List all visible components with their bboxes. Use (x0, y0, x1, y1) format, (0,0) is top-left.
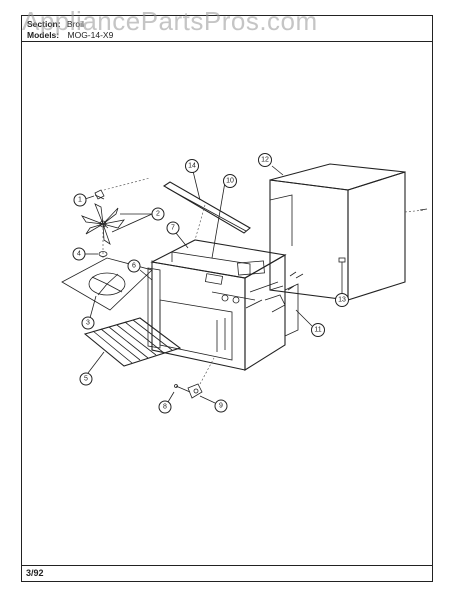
callout-2: 2 (151, 207, 165, 221)
footer-divider (21, 565, 433, 566)
callout-14: 14 (185, 159, 199, 173)
svg-text:10: 10 (226, 178, 234, 185)
bracket-11 (284, 273, 304, 337)
washer (98, 251, 108, 257)
fan-cover (61, 257, 153, 311)
oven-rack (83, 317, 182, 367)
svg-text:3: 3 (86, 320, 90, 327)
heat-shield (162, 181, 251, 241)
svg-text:12: 12 (261, 157, 269, 164)
callout-7: 7 (166, 221, 180, 235)
screw-and-clip (174, 357, 215, 399)
screw-13 (338, 257, 346, 272)
svg-text:7: 7 (171, 225, 175, 232)
callout-9: 9 (214, 399, 228, 413)
header-divider (21, 41, 433, 42)
svg-text:4: 4 (77, 251, 81, 258)
callout-11: 11 (311, 323, 325, 337)
callout-12: 12 (258, 153, 272, 167)
callout-8: 8 (158, 400, 172, 414)
svg-text:6: 6 (132, 263, 136, 270)
section-value: Broil (66, 19, 84, 29)
svg-text:13: 13 (338, 297, 346, 304)
diagram-frame (21, 15, 433, 582)
callout-10: 10 (223, 174, 237, 188)
model-label: Models: (27, 30, 60, 40)
outer-cabinet (269, 163, 428, 301)
svg-text:1: 1 (78, 197, 82, 204)
watermark: AppliancePartsPros.com (22, 6, 318, 36)
model-line: Models: MOG-14-X9 (27, 30, 113, 40)
front-frame (147, 267, 161, 349)
callout-6: 6 (127, 259, 141, 273)
callout-4: 4 (72, 247, 86, 261)
callout-1: 1 (73, 193, 87, 207)
callout-3: 3 (81, 316, 95, 330)
model-value: MOG-14-X9 (67, 30, 114, 40)
callout-13: 13 (335, 293, 349, 307)
svg-text:9: 9 (219, 403, 223, 410)
callout-5: 5 (79, 372, 93, 386)
svg-text:14: 14 (188, 163, 196, 170)
section-line: Section: Broil (27, 19, 84, 29)
svg-text:5: 5 (84, 376, 88, 383)
svg-text:2: 2 (156, 211, 160, 218)
fan-assembly (80, 177, 151, 258)
footer-date-code: 3/92 (26, 568, 44, 578)
svg-text:11: 11 (314, 327, 321, 334)
svg-text:8: 8 (163, 404, 167, 411)
leader-lines (84, 165, 343, 404)
section-label: Section: (27, 19, 61, 29)
